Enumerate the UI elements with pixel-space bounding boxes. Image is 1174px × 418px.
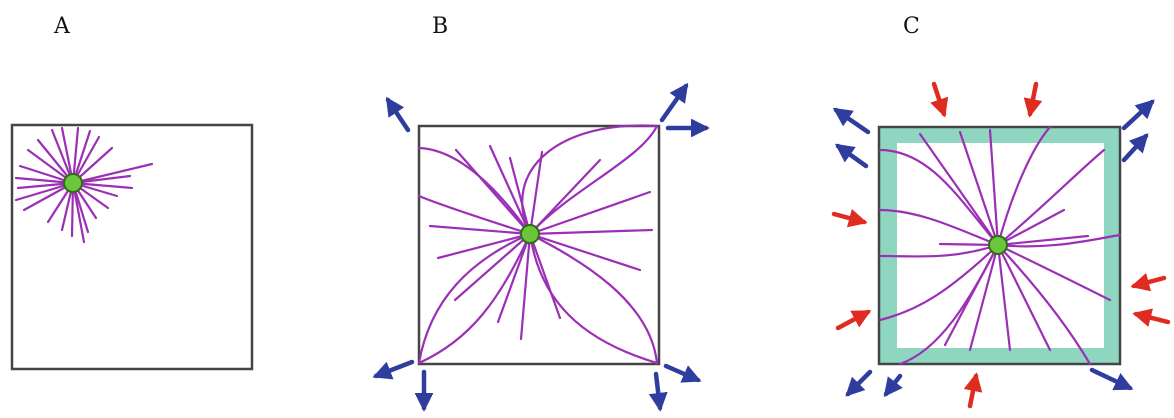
outward-force-arrow [836,110,868,132]
outward-force-arrow [376,362,412,376]
outward-force-arrow [1124,136,1146,160]
outward-force-arrow [886,376,900,394]
outward-force-arrow [662,86,686,120]
panel-a-centrosome [64,174,82,192]
outward-force-arrow [848,372,870,394]
inward-force-arrow [934,84,944,114]
inward-force-arrow [970,376,976,406]
outward-force-arrow [666,366,698,380]
inward-force-arrow [834,214,864,222]
inward-force-arrow [838,312,868,328]
panel-b [376,86,706,408]
inward-force-arrow [1136,314,1168,322]
outward-force-arrow [388,100,408,130]
inward-force-arrow [1134,278,1164,286]
panel-c [834,84,1168,406]
outward-force-arrow [838,146,866,166]
panel-a-cell-frame [12,125,252,369]
outward-force-arrow [1124,102,1152,128]
panel-b-centrosome [521,225,539,243]
panel-a [12,125,252,369]
inward-force-arrow [1030,84,1036,114]
outward-force-arrow [1092,370,1130,388]
outward-force-arrow [656,374,660,408]
panel-c-centrosome [989,236,1007,254]
